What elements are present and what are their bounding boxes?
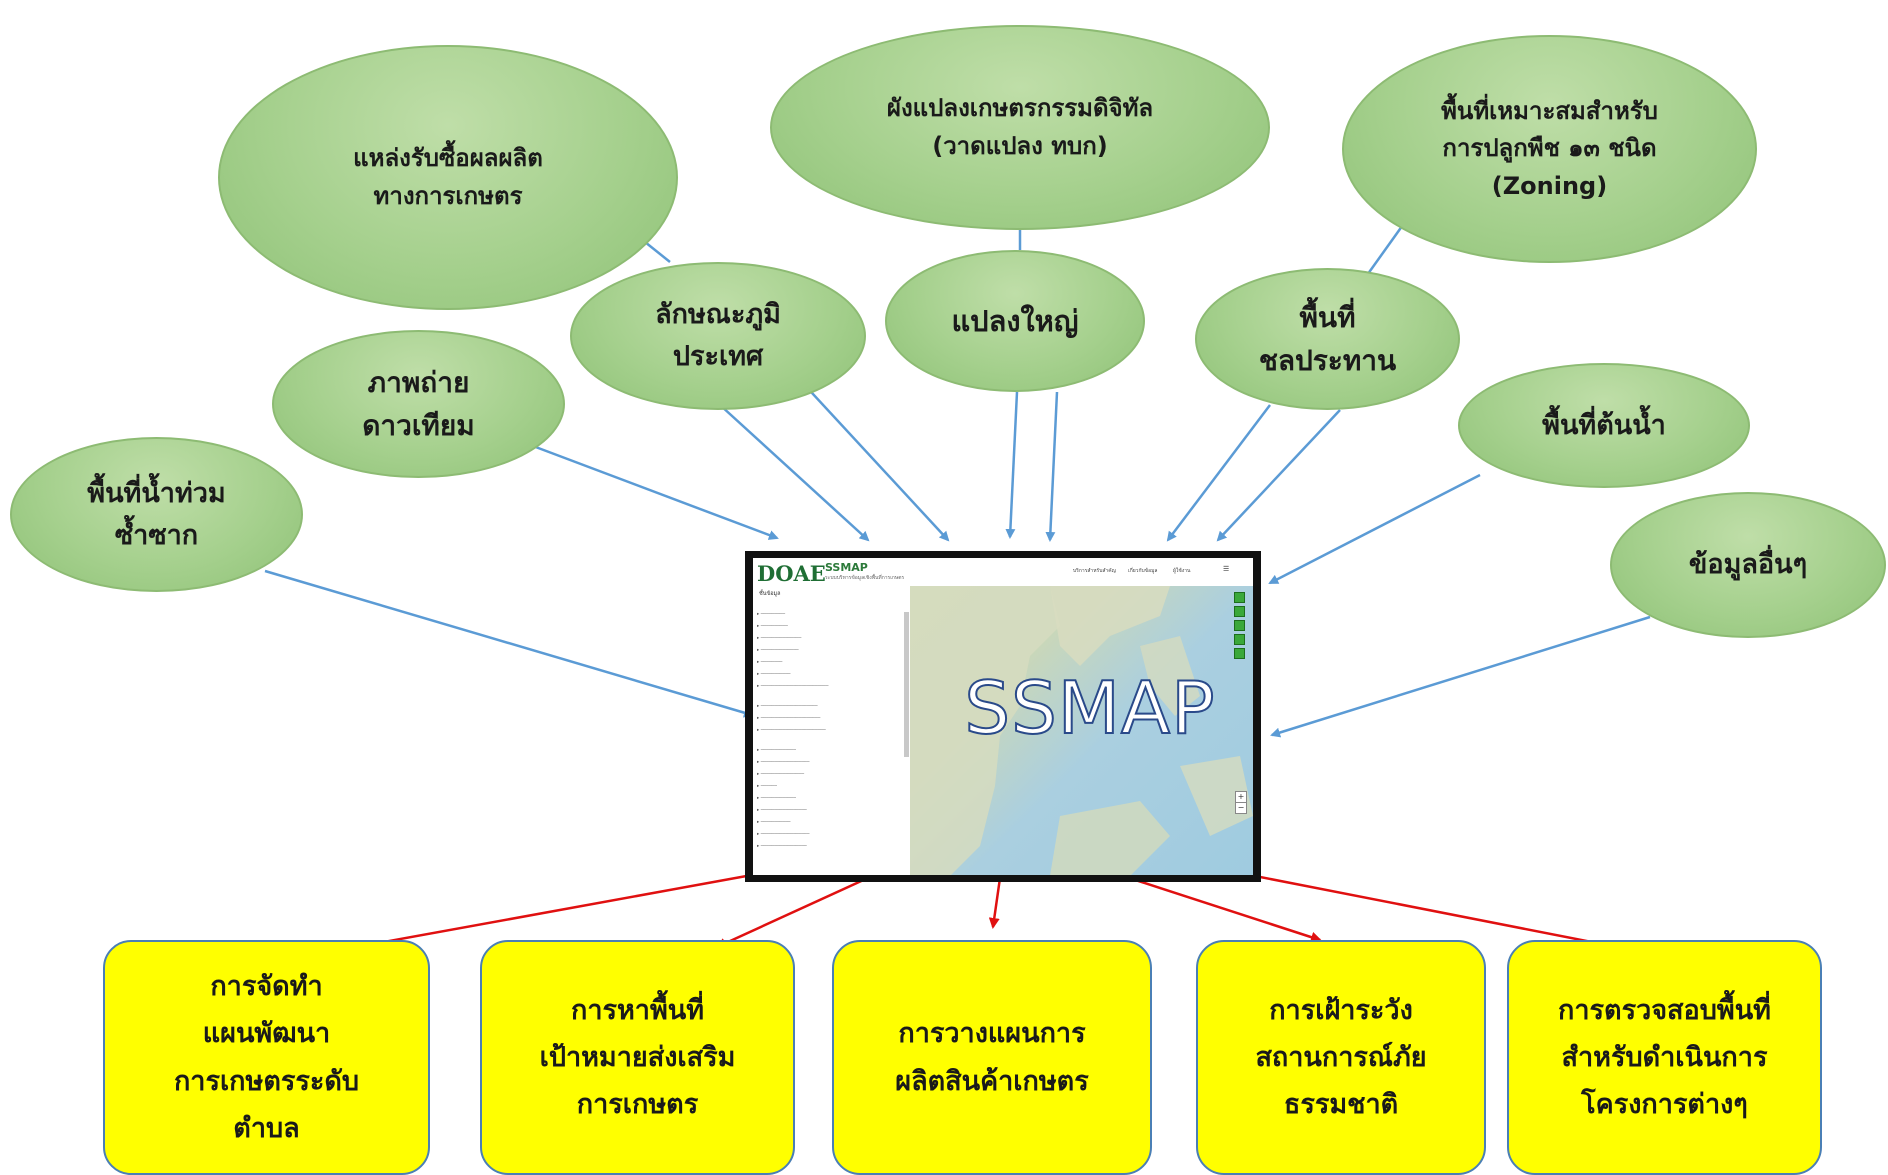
menu-icon[interactable]: ☰: [1223, 565, 1230, 573]
layer-row[interactable]: ▸ ────────────────: [757, 772, 805, 777]
layer-row[interactable]: ▸ ────────: [757, 660, 783, 665]
output-tambon-plan: การจัดทำ แผนพัฒนา การเกษตรระดับ ตำบล: [103, 940, 430, 1175]
layer-row[interactable]: ▸ ──────────: [757, 624, 788, 629]
output-disaster-watch: การเฝ้าระวัง สถานการณ์ภัย ธรรมชาติ: [1196, 940, 1486, 1175]
ssmap-header: DOAE SSMAP ระบบบริหารข้อมูลเชิงพื้นที่กา…: [753, 558, 1253, 587]
layer-row[interactable]: ▸ ─────────────: [757, 748, 796, 753]
header-menu-2[interactable]: เกี่ยวกับข้อมูล: [1128, 568, 1158, 574]
bubble-landform: ลักษณะภูมิ ประเทศ: [570, 262, 866, 410]
layer-sidebar: ชั้นข้อมูล ▸ ───────── ▸ ────────── ▸ ──…: [753, 586, 911, 875]
bubble-zoning-label: พื้นที่เหมาะสมสำหรับ การปลูกพืช ๑๓ ชนิด …: [1441, 97, 1658, 200]
bubble-flood-label: พื้นที่น้ำท่วม ซ้ำซาก: [87, 477, 226, 551]
bubble-irrigation: พื้นที่ ชลประทาน: [1195, 268, 1460, 410]
input-arrow: [1045, 391, 1059, 542]
output-project-check-label: การตรวจสอบพื้นที่ สำหรับดำเนินการ โครงกา…: [1558, 994, 1771, 1121]
output-target-area-label: การหาพื้นที่ เป้าหมายส่งเสริม การเกษตร: [539, 994, 736, 1121]
input-arrow: [1270, 615, 1651, 738]
input-arrow: [264, 569, 754, 718]
input-arrow: [1005, 391, 1019, 539]
layer-row[interactable]: ▸ ─────────────────: [757, 844, 807, 849]
ssmap-window: DOAE SSMAP ระบบบริหารข้อมูลเชิงพื้นที่กา…: [753, 558, 1253, 875]
output-arrow: [715, 875, 871, 949]
bubble-digital-plot: ผังแปลงเกษตรกรรมดิจิทัล (วาดแปลง ทบก): [770, 25, 1270, 230]
input-arrow: [1216, 409, 1341, 542]
layer-row[interactable]: ▸ ──────────────────────: [757, 716, 821, 721]
bubble-buyers: แหล่งรับซื้อผลผลิต ทางการเกษตร: [218, 45, 678, 310]
input-arrow: [799, 379, 950, 542]
sidebar-title: ชั้นข้อมูล: [759, 591, 781, 597]
bubble-watershed: พื้นที่ต้นน้ำ: [1458, 363, 1750, 488]
layer-row[interactable]: ▸ ──────: [757, 784, 777, 789]
ssmap-screenshot: DOAE SSMAP ระบบบริหารข้อมูลเชิงพื้นที่กา…: [745, 551, 1261, 882]
output-arrow: [338, 873, 753, 954]
header-menu-user[interactable]: ผู้ใช้งาน: [1173, 568, 1191, 574]
layer-row[interactable]: ▸ ────────────────────────: [757, 728, 826, 733]
output-target-area: การหาพื้นที่ เป้าหมายส่งเสริม การเกษตร: [480, 940, 795, 1175]
bubble-zoning: พื้นที่เหมาะสมสำหรับ การปลูกพืช ๑๓ ชนิด …: [1342, 35, 1757, 263]
map-tool-button[interactable]: [1234, 648, 1245, 659]
output-production-plan-label: การวางแผนการ ผลิตสินค้าเกษตร: [895, 1018, 1089, 1097]
output-project-check: การตรวจสอบพื้นที่ สำหรับดำเนินการ โครงกา…: [1507, 940, 1822, 1175]
input-arrow: [1268, 473, 1481, 585]
output-arrow: [1119, 873, 1322, 943]
bubble-satellite-label: ภาพถ่าย ดาวเทียม: [362, 365, 475, 442]
layer-row[interactable]: ▸ ─────────────────────: [757, 704, 818, 709]
output-tambon-plan-label: การจัดทำ แผนพัฒนา การเกษตรระดับ ตำบล: [173, 971, 360, 1144]
ssmap-brand: SSMAP: [825, 561, 868, 574]
bubble-landform-label: ลักษณะภูมิ ประเทศ: [655, 299, 781, 372]
map-tool-button[interactable]: [1234, 620, 1245, 631]
layer-row[interactable]: ▸ ──────────────────: [757, 832, 810, 837]
zoom-out-button[interactable]: −: [1235, 802, 1247, 814]
input-arrow: [719, 404, 870, 542]
sidebar-scrollbar[interactable]: [904, 612, 909, 757]
ssmap-brand-sub: ระบบบริหารข้อมูลเชิงพื้นที่การเกษตร: [825, 575, 905, 581]
bubble-buyers-label: แหล่งรับซื้อผลผลิต ทางการเกษตร: [353, 144, 543, 210]
layer-row[interactable]: ▸ ───────────────: [757, 636, 802, 641]
layer-row[interactable]: ▸ ─────────────────: [757, 808, 807, 813]
input-arrow: [524, 441, 779, 540]
map-tool-button[interactable]: [1234, 592, 1245, 603]
header-menu-1[interactable]: บริการสำหรับสำคัญ: [1073, 568, 1116, 574]
output-disaster-watch-label: การเฝ้าระวัง สถานการณ์ภัย ธรรมชาติ: [1255, 994, 1427, 1121]
bubble-other-data-label: ข้อมูลอื่นๆ: [1688, 549, 1808, 581]
layer-row[interactable]: ▸ ─────────────: [757, 796, 796, 801]
output-production-plan: การวางแผนการ ผลิตสินค้าเกษตร: [832, 940, 1152, 1175]
ssmap-overlay-title: SSMAP: [963, 665, 1216, 751]
layer-row[interactable]: ▸ ───────────: [757, 820, 791, 825]
doae-logo: DOAE: [757, 561, 826, 586]
bubble-large-plot: แปลงใหญ่: [885, 250, 1145, 392]
bubble-irrigation-label: พื้นที่ ชลประทาน: [1258, 300, 1397, 377]
bubble-large-plot-label: แปลงใหญ่: [951, 303, 1079, 338]
input-arrow: [1166, 404, 1271, 542]
map-view[interactable]: SSMAP + −: [910, 586, 1253, 875]
layer-row[interactable]: ▸ ──────────────: [757, 648, 799, 653]
map-land: [910, 586, 1253, 875]
layer-row[interactable]: ▸ ───────────: [757, 672, 791, 677]
map-tool-button[interactable]: [1234, 606, 1245, 617]
bubble-other-data: ข้อมูลอื่นๆ: [1610, 492, 1886, 638]
layer-row[interactable]: ▸ ──────────────────: [757, 760, 810, 765]
bubble-digital-plot-label: ผังแปลงเกษตรกรรมดิจิทัล (วาดแปลง ทบก): [886, 94, 1154, 160]
output-arrow: [988, 877, 1002, 929]
bubble-satellite: ภาพถ่าย ดาวเทียม: [272, 330, 565, 478]
bubble-watershed-label: พื้นที่ต้นน้ำ: [1542, 409, 1666, 441]
layer-row[interactable]: ▸ ─────────────────────────: [757, 684, 829, 689]
layer-row[interactable]: ▸ ─────────: [757, 612, 786, 617]
map-tool-button[interactable]: [1234, 634, 1245, 645]
bubble-flood: พื้นที่น้ำท่วม ซ้ำซาก: [10, 437, 303, 592]
